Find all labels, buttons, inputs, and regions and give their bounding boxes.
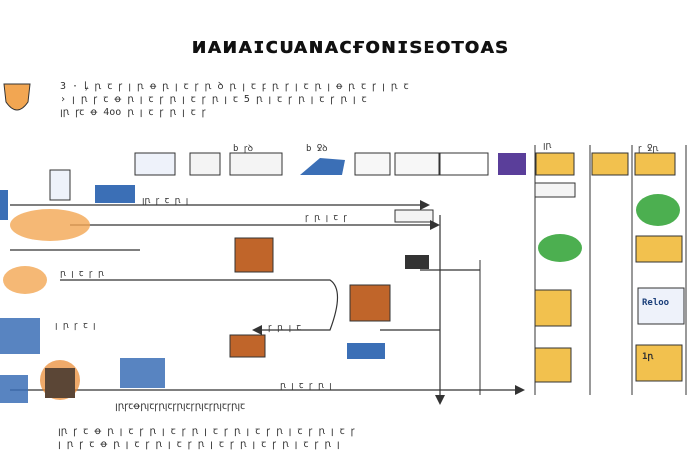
footer-line: ꞁꞃ ꞅ ꞇ ꝋ ꞃ ꞁ ꞇ ꞅ ꞃ ꞁ ꞇ ꞅ ꞃ ꞁ ꞇ ꞅ ꞃ ꞁ ꞇ ꞅ… [58,426,355,437]
diagram-title: ᴎᴀᴎᴀɪᴄᴜᴀɴᴀᴄғᴏɴɪsᴇᴏᴛᴏᴀs [191,34,509,59]
intro-text: 3 · ꝲ ꞃ ꞇ ꞅ ꞁ ꞃ ꝋ ꞃ ꞁ ꞇ ꞅ ꞃ ꝺ ꞃ ꞁ ꞇ ꝼ ꞃ … [60,80,690,119]
refresh-box-icon [637,287,685,325]
forklift-icon [634,152,676,176]
machine-icon [49,169,71,201]
purple-box-icon [498,153,526,175]
worker-icon [45,368,75,398]
scanner-icon [394,152,440,176]
flow-label: ꞃ ꞁ ꞇ ꞅ ꞃ [60,269,104,279]
left-icons [0,169,165,403]
package-icon [234,237,274,273]
counter-box-icon [635,344,683,382]
column-label: b ꞅꝺ [233,144,253,154]
footer-text: ꞁꞃ ꞅ ꞇ ꝋ ꞃ ꞁ ꞇ ꞅ ꞃ ꞁ ꞇ ꞅ ꞃ ꞁ ꞇ ꞅ ꞃ ꞁ ꞇ ꞅ… [58,425,688,451]
green-globe-icon [636,194,680,226]
middle-icons [229,209,434,359]
yellow-box-icon [535,152,575,176]
flow-lines [10,204,520,400]
column-label: ꞅ ꝿꞃ [638,144,659,154]
truck-small-icon [405,255,429,269]
top-icon-row [134,152,676,176]
blue-bins-icon [120,358,165,388]
orange-splash-icon [10,209,90,241]
document-icon [189,152,221,176]
tablet-icon [439,152,489,176]
monitor-icon [134,152,176,176]
arrowheads [252,200,525,405]
green-blob-icon [538,234,582,262]
shield-logo-icon [3,83,31,111]
server-icon [0,190,8,220]
label-box-icon [394,209,434,223]
grey-tray-icon [534,182,576,198]
cargo-icon [591,152,629,176]
intro-line: 3 · ꝲ ꞃ ꞇ ꞅ ꞁ ꞃ ꝋ ꞃ ꞁ ꞇ ꞅ ꞃ ꝺ ꞃ ꞁ ꞇ ꝼ ꞃ … [60,81,409,92]
flow-label: ꞁꞃ ꞅ ꞇ ꞃ ꞁ [142,196,189,206]
column-label: ꞁꞃ [543,141,552,151]
yellow-panel-icon [635,235,683,263]
refresh-box-label: Rel​oo [642,298,670,308]
counter-box-label: 1ꞃ​ [642,352,654,362]
intro-line: ꞁꞃ ꞅꞇ ꝋ 4oo ꞃ ꞁ ꞇ ꞅ ꞃ ꞁ ꞇ ꞅ [60,107,206,118]
flow-label: ꞁ ꞃ ꞅ ꞇ ꞁ [55,321,96,331]
crate-icon [349,284,391,322]
container-icon [95,185,135,203]
flow-label: ꞅ ꞃ ꞁ ꞇ ꞅ [305,213,348,223]
conveyor-icon [347,343,385,359]
diagram-caption: ꞁꞃꞅꞇꝋꞃꞁꞇꞅꞃꞁꞇꞅꞃꞁꞇꞅꞃꞁꞇꞅꞃꞁꞇꞅꞃꞁꞇ [115,401,246,412]
blue-crate-icon [0,318,40,354]
yellow-stack-icon [534,347,572,383]
orange-tag-icon [3,266,47,294]
intro-line: › ꞁ ꞃ ꞅ ꞇ ꝋ ꞃ ꞁ ꞇ ꞅ ꞃ ꞁ ꞇ ꞅ ꞃ ꞁ ꞇ 5 ꞃ ꞁ … [60,94,367,105]
footer-line: ꞁ ꞃ ꞅ ꞇ ꝋ ꞃ ꞁ ꞇ ꞅ ꞃ ꞁ ꞇ ꞅ ꞃ ꞁ ꞇ ꞅ ꞃ ꞁ ꞇ … [58,439,340,450]
parcel-icon [229,334,266,358]
right-icons [534,182,685,383]
blue-truck-icon [0,375,28,403]
box-icon [354,152,391,176]
yellow-stack-icon [534,289,572,327]
column-label: b ꝿꝺ [306,144,328,154]
chart-icon [229,152,283,176]
truck-icon [300,158,345,175]
flow-label: ꞃ ꞁ ꞇ ꞅ ꞃ ꞁ [280,381,332,391]
flow-label: ꞅ ꞃ ꞁ ꞇ [268,323,301,333]
